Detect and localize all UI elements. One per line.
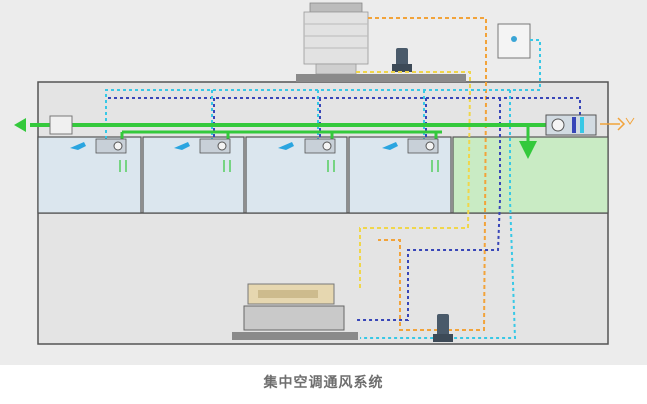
fan-coil-unit-1: [95, 138, 127, 154]
room-air-arrows: [70, 142, 398, 150]
fan-coil-unit-4: [407, 138, 439, 154]
room-1: [37, 136, 142, 214]
return-air-arrows: [119, 160, 439, 172]
fan-coil-unit-3: [304, 138, 336, 154]
roof-pump-icon: [392, 48, 412, 72]
supply-air-duct: [30, 123, 548, 159]
supply-air-outlet-arrow: [14, 118, 26, 132]
hvac-system-diagram: [0, 0, 647, 365]
rooms: [37, 136, 609, 214]
air-handling-unit: [545, 114, 597, 136]
fan-coil-unit-2: [199, 138, 231, 154]
water-chiller: [232, 283, 358, 340]
figure-caption: 集中空调通风系统: [263, 375, 384, 391]
fan-coil-units: [95, 138, 439, 154]
roof-platform: [296, 74, 466, 82]
fresh-air-inlet-arrow: [600, 117, 635, 131]
cooling-water-pipes: [356, 17, 487, 331]
exhaust-fan-box: [49, 115, 73, 135]
expansion-tank: [497, 23, 531, 59]
room-fresh-air: [452, 136, 609, 214]
cooling-tower: [303, 2, 369, 75]
basement-pump-icon: [433, 314, 453, 342]
